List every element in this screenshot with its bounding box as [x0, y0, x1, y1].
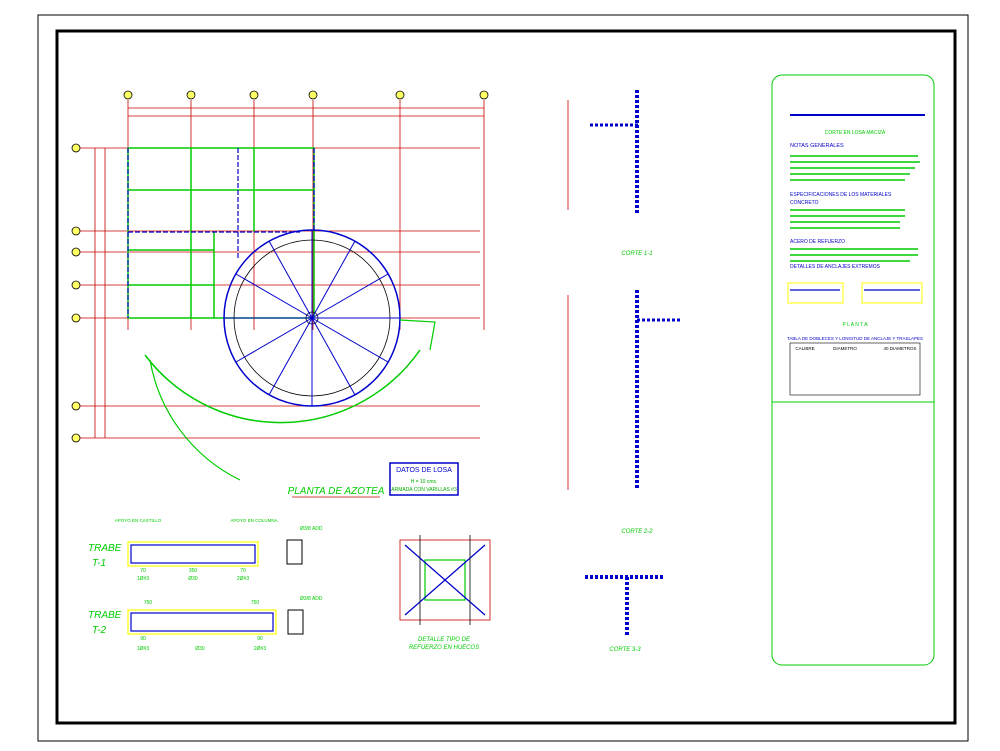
beam-t1-dim-2: 350	[189, 568, 198, 574]
notes-general-title: NOTAS GENERALES	[790, 143, 844, 149]
plan-walls	[127, 147, 315, 319]
beam-t2-dim-2: 90	[257, 636, 263, 642]
beam-t2-section-label: Ø3/8 ADD	[300, 596, 323, 602]
reinforcement-detail	[399, 535, 491, 625]
section-3-3	[585, 575, 665, 635]
notes-table-header-3: 40 DIAMETROS	[883, 346, 916, 351]
beam-t1-bottom-2: Ø30	[188, 576, 198, 582]
notes-planta: P L A N T A	[842, 322, 868, 328]
notes-materials-title: ESPECIFICACIONES DE LOS MATERIALES	[790, 192, 892, 198]
beam-t1-id: T-1	[92, 558, 106, 569]
grid-axes	[80, 100, 485, 439]
slab-box-title: DATOS DE LOSA	[396, 467, 452, 474]
beam-t1-bottom-1: 1Ø#3	[137, 576, 149, 582]
slab-data-box	[389, 462, 459, 496]
notes-materials-lines	[790, 209, 905, 229]
beam-t2-top-1: 750	[144, 600, 153, 606]
notes-table-header-2: DIAMETRO	[833, 346, 857, 351]
beam-t1-section-label: Ø3/8 ADD	[300, 526, 323, 532]
beam-t1-title: TRABE	[88, 543, 122, 554]
beam-t1-bottom-3: 2Ø#3	[237, 576, 249, 582]
reinforcement-title-1: DETALLE TIPO DE	[418, 637, 471, 643]
plan-beams	[127, 148, 315, 318]
notes-concrete: CONCRETO	[790, 200, 819, 206]
beam-t1-apoyo-left: APOYO EN CASTILLO	[115, 518, 162, 523]
notes-anchor-title: DETALLES DE ANCLAJES EXTREMOS	[790, 264, 881, 270]
notes-steel-lines	[790, 248, 918, 262]
beam-t2-bottom-3: 2Ø#3	[254, 646, 266, 652]
cut-1-1-label: CORTE 1-1	[621, 251, 652, 257]
beam-t2-top-2: 750	[251, 600, 260, 606]
notes-general-lines	[790, 155, 920, 181]
inner-drawing-frame	[55, 29, 957, 725]
notes-table-title: TABLA DE DOBLECES Y LONGITUD DE ANCLAJE …	[787, 336, 923, 341]
notes-anchor-detail	[787, 282, 923, 304]
cut-2-2-label: CORTE 2-2	[621, 529, 653, 535]
beam-t2-bottom-1: 1Ø#3	[137, 646, 149, 652]
circular-stair	[144, 229, 436, 481]
notes-steel-title: ACERO DE REFUERZO	[790, 239, 845, 245]
slab-box-line1: H = 10 cms.	[411, 479, 438, 485]
beam-t2-section	[287, 609, 304, 635]
notes-table	[789, 342, 921, 396]
beam-t2-bottom-2: Ø30	[195, 646, 205, 652]
section-2-2	[567, 290, 680, 490]
beam-t1-outline	[127, 541, 259, 567]
slab-box-line2: ARMADA CON VARILLAS #3	[391, 487, 457, 493]
beam-t2-id: T-2	[92, 625, 107, 636]
beam-t1-apoyo-right: APOYO EN COLUMNA	[230, 518, 277, 523]
beam-t2-rebar	[130, 612, 274, 632]
beam-t2-outline	[127, 609, 277, 635]
notes-panel	[771, 74, 935, 666]
plan-title: PLANTA DE AZOTEA	[288, 486, 385, 497]
notes-top-label: CORTE EN LOSA MACIZA	[825, 130, 886, 136]
section-1-1	[567, 90, 640, 215]
cut-3-3-label: CORTE 3-3	[609, 647, 641, 653]
reinforcement-title-2: REFUERZO EN HUECOS	[409, 645, 479, 651]
beam-t1-section	[286, 539, 303, 565]
notes-table-header-1: CALIBRE	[795, 346, 814, 351]
beam-t1-dim-3: 70	[240, 568, 246, 574]
beam-t1-dim-1: 70	[140, 568, 146, 574]
outer-sheet-border	[37, 14, 969, 742]
grid-bubbles	[71, 90, 489, 443]
beam-t1-rebar	[130, 544, 256, 564]
beam-t2-dim-1: 90	[140, 636, 146, 642]
beam-t2-title: TRABE	[88, 610, 122, 621]
